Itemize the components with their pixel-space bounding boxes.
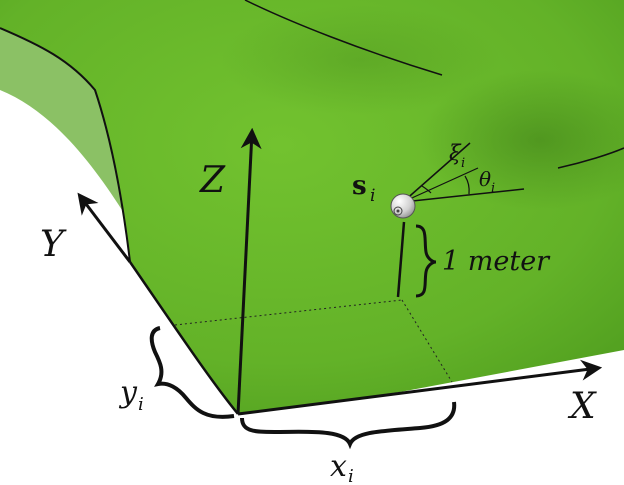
terrain-valley-shade bbox=[420, 70, 624, 210]
theta-label-index: i bbox=[491, 181, 495, 196]
terrain-shadow-left bbox=[0, 28, 122, 210]
xi-label: ξ bbox=[449, 141, 462, 165]
x-coord-label: x bbox=[330, 449, 347, 484]
projection-line-y bbox=[174, 299, 403, 326]
axis-y-label: Y bbox=[40, 224, 67, 265]
projection-line-x bbox=[401, 299, 453, 383]
terrain-hill-shade bbox=[220, 5, 500, 115]
contour-line-right bbox=[557, 147, 624, 169]
axis-z-label: Z bbox=[199, 160, 226, 201]
sensor-post bbox=[396, 221, 406, 298]
sensor-label: s bbox=[352, 171, 367, 201]
terrain-front-edge bbox=[128, 261, 239, 415]
sensor-direction-xi bbox=[402, 142, 471, 203]
x-coord-label-index: i bbox=[348, 466, 354, 485]
sensor-label-index: i bbox=[370, 186, 375, 206]
theta-label: θ bbox=[479, 167, 491, 191]
z-axis-arrow bbox=[236, 127, 262, 415]
xi-label-index: i bbox=[461, 156, 465, 171]
sensor-sphere bbox=[390, 193, 416, 219]
y-coord-label: y bbox=[118, 375, 138, 410]
contour-line-top bbox=[244, 0, 443, 76]
angle-arc-xi bbox=[421, 185, 432, 194]
height-brace bbox=[415, 224, 437, 298]
y-axis-arrow bbox=[77, 192, 132, 263]
y-coord-brace bbox=[149, 326, 235, 419]
angle-arc-theta bbox=[464, 175, 470, 195]
x-coord-brace bbox=[240, 401, 457, 450]
sensor-direction-theta bbox=[402, 188, 525, 203]
height-label: 1 meter bbox=[442, 246, 551, 277]
sensor-direction-mid bbox=[402, 167, 479, 203]
terrain-left-edge bbox=[0, 27, 131, 263]
axis-x-label: X bbox=[567, 386, 597, 427]
y-coord-label-index: i bbox=[138, 394, 144, 415]
x-axis-arrow bbox=[237, 359, 603, 416]
